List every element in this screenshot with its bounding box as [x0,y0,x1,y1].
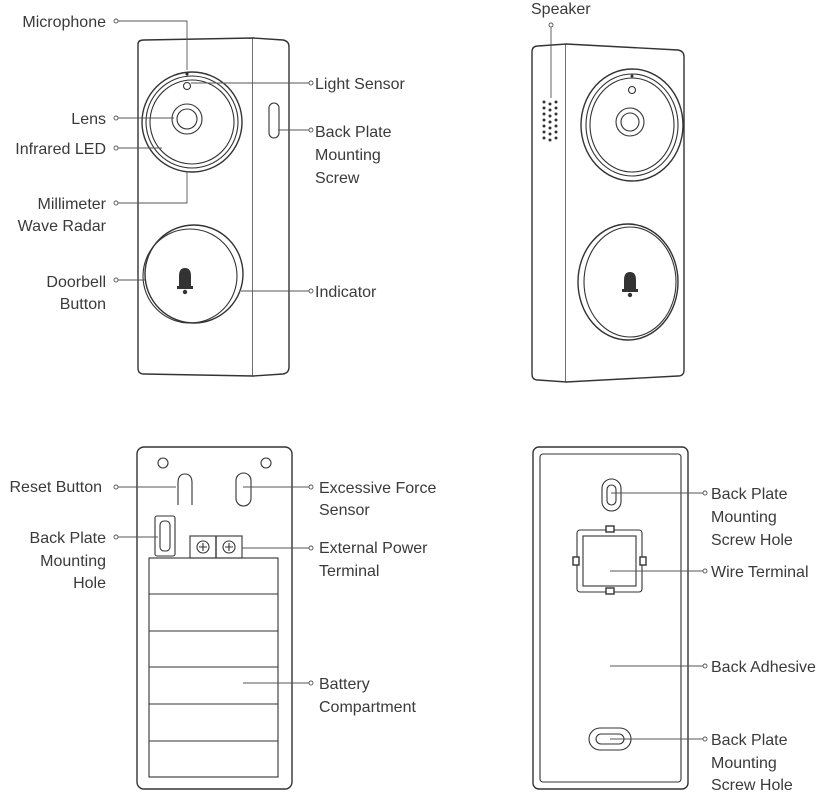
svg-text:Back Plate: Back Plate [315,124,392,141]
svg-text:Terminal: Terminal [319,563,379,580]
callout-millimeter-wave-radar: Millimeter Wave Radar [18,172,188,235]
callout-back-plate-screw-hole-top: Back Plate Mounting Screw Hole [611,486,793,549]
svg-text:Doorbell: Doorbell [46,274,106,291]
camera-ring-angled [580,68,684,182]
bell-icon [622,272,638,298]
callout-doorbell-button: Doorbell Button [46,274,145,313]
callout-reset-button: Reset Button [10,479,176,496]
callout-back-adhesive: Back Adhesive [610,659,816,676]
svg-text:Hole: Hole [73,575,106,592]
callout-light-sensor: Light Sensor [191,76,406,93]
svg-text:Screw Hole: Screw Hole [711,532,793,549]
callout-lens: Lens [71,111,174,128]
speaker-grille [542,100,558,142]
svg-text:Excessive Force: Excessive Force [319,480,436,497]
callout-back-plate-screw-hole-bottom: Back Plate Mounting Screw Hole [610,732,793,794]
svg-text:Microphone: Microphone [22,14,106,31]
callout-wire-terminal: Wire Terminal [610,564,809,581]
bell-icon [177,268,193,295]
svg-text:Infrared LED: Infrared LED [15,141,106,158]
svg-text:Back Plate: Back Plate [711,486,788,503]
callout-microphone: Microphone [22,14,188,70]
svg-text:Back Plate: Back Plate [30,530,107,547]
screw-hole-icon [260,457,272,469]
wire-terminal [572,525,647,595]
angled-view [531,43,685,383]
svg-text:Millimeter: Millimeter [38,196,107,213]
microphone-hole [185,72,189,76]
svg-text:Speaker: Speaker [531,1,591,18]
mounting-hole [154,515,176,557]
callout-excessive-force-sensor: Excessive Force Sensor [243,480,436,519]
screw-hole-top [601,478,622,512]
callout-back-plate-mounting-screw: Back Plate Mounting Screw [278,124,392,187]
svg-text:Mounting: Mounting [315,147,381,164]
back-view [136,446,293,790]
svg-text:Wire Terminal: Wire Terminal [711,564,809,581]
callout-indicator: Indicator [241,284,377,301]
svg-text:Sensor: Sensor [319,502,370,519]
screw-hole-icon [157,457,169,469]
svg-text:Battery: Battery [319,676,370,693]
svg-text:Mounting: Mounting [40,553,106,570]
camera-ring [141,71,243,173]
svg-text:External Power: External Power [319,540,428,557]
svg-text:Wave Radar: Wave Radar [18,218,107,235]
svg-text:Mounting: Mounting [711,509,777,526]
battery-compartment [148,557,279,778]
callout-infrared-led: Infrared LED [15,141,162,158]
svg-text:Screw Hole: Screw Hole [711,777,793,794]
svg-text:Back Adhesive: Back Adhesive [711,659,816,676]
front-view [137,37,290,377]
svg-text:Reset Button: Reset Button [10,479,103,496]
callout-speaker: Speaker [531,1,591,98]
svg-text:Light Sensor: Light Sensor [315,76,406,93]
light-sensor-dot [182,81,192,91]
lens [171,103,203,135]
svg-text:Back Plate: Back Plate [711,732,788,749]
svg-text:Mounting: Mounting [711,755,777,772]
back-plate-view [532,446,689,790]
callout-external-power-terminal: External Power Terminal [242,540,428,580]
svg-text:Lens: Lens [71,111,106,128]
svg-text:Compartment: Compartment [319,699,416,716]
svg-text:Screw: Screw [315,170,360,187]
reset-button-icon [177,473,193,505]
force-sensor-icon [235,472,252,507]
svg-text:Button: Button [60,296,106,313]
doorbell-button [142,224,244,324]
callout-back-plate-mounting-hole: Back Plate Mounting Hole [30,530,158,592]
svg-text:Indicator: Indicator [315,284,377,301]
callout-battery-compartment: Battery Compartment [243,676,416,716]
